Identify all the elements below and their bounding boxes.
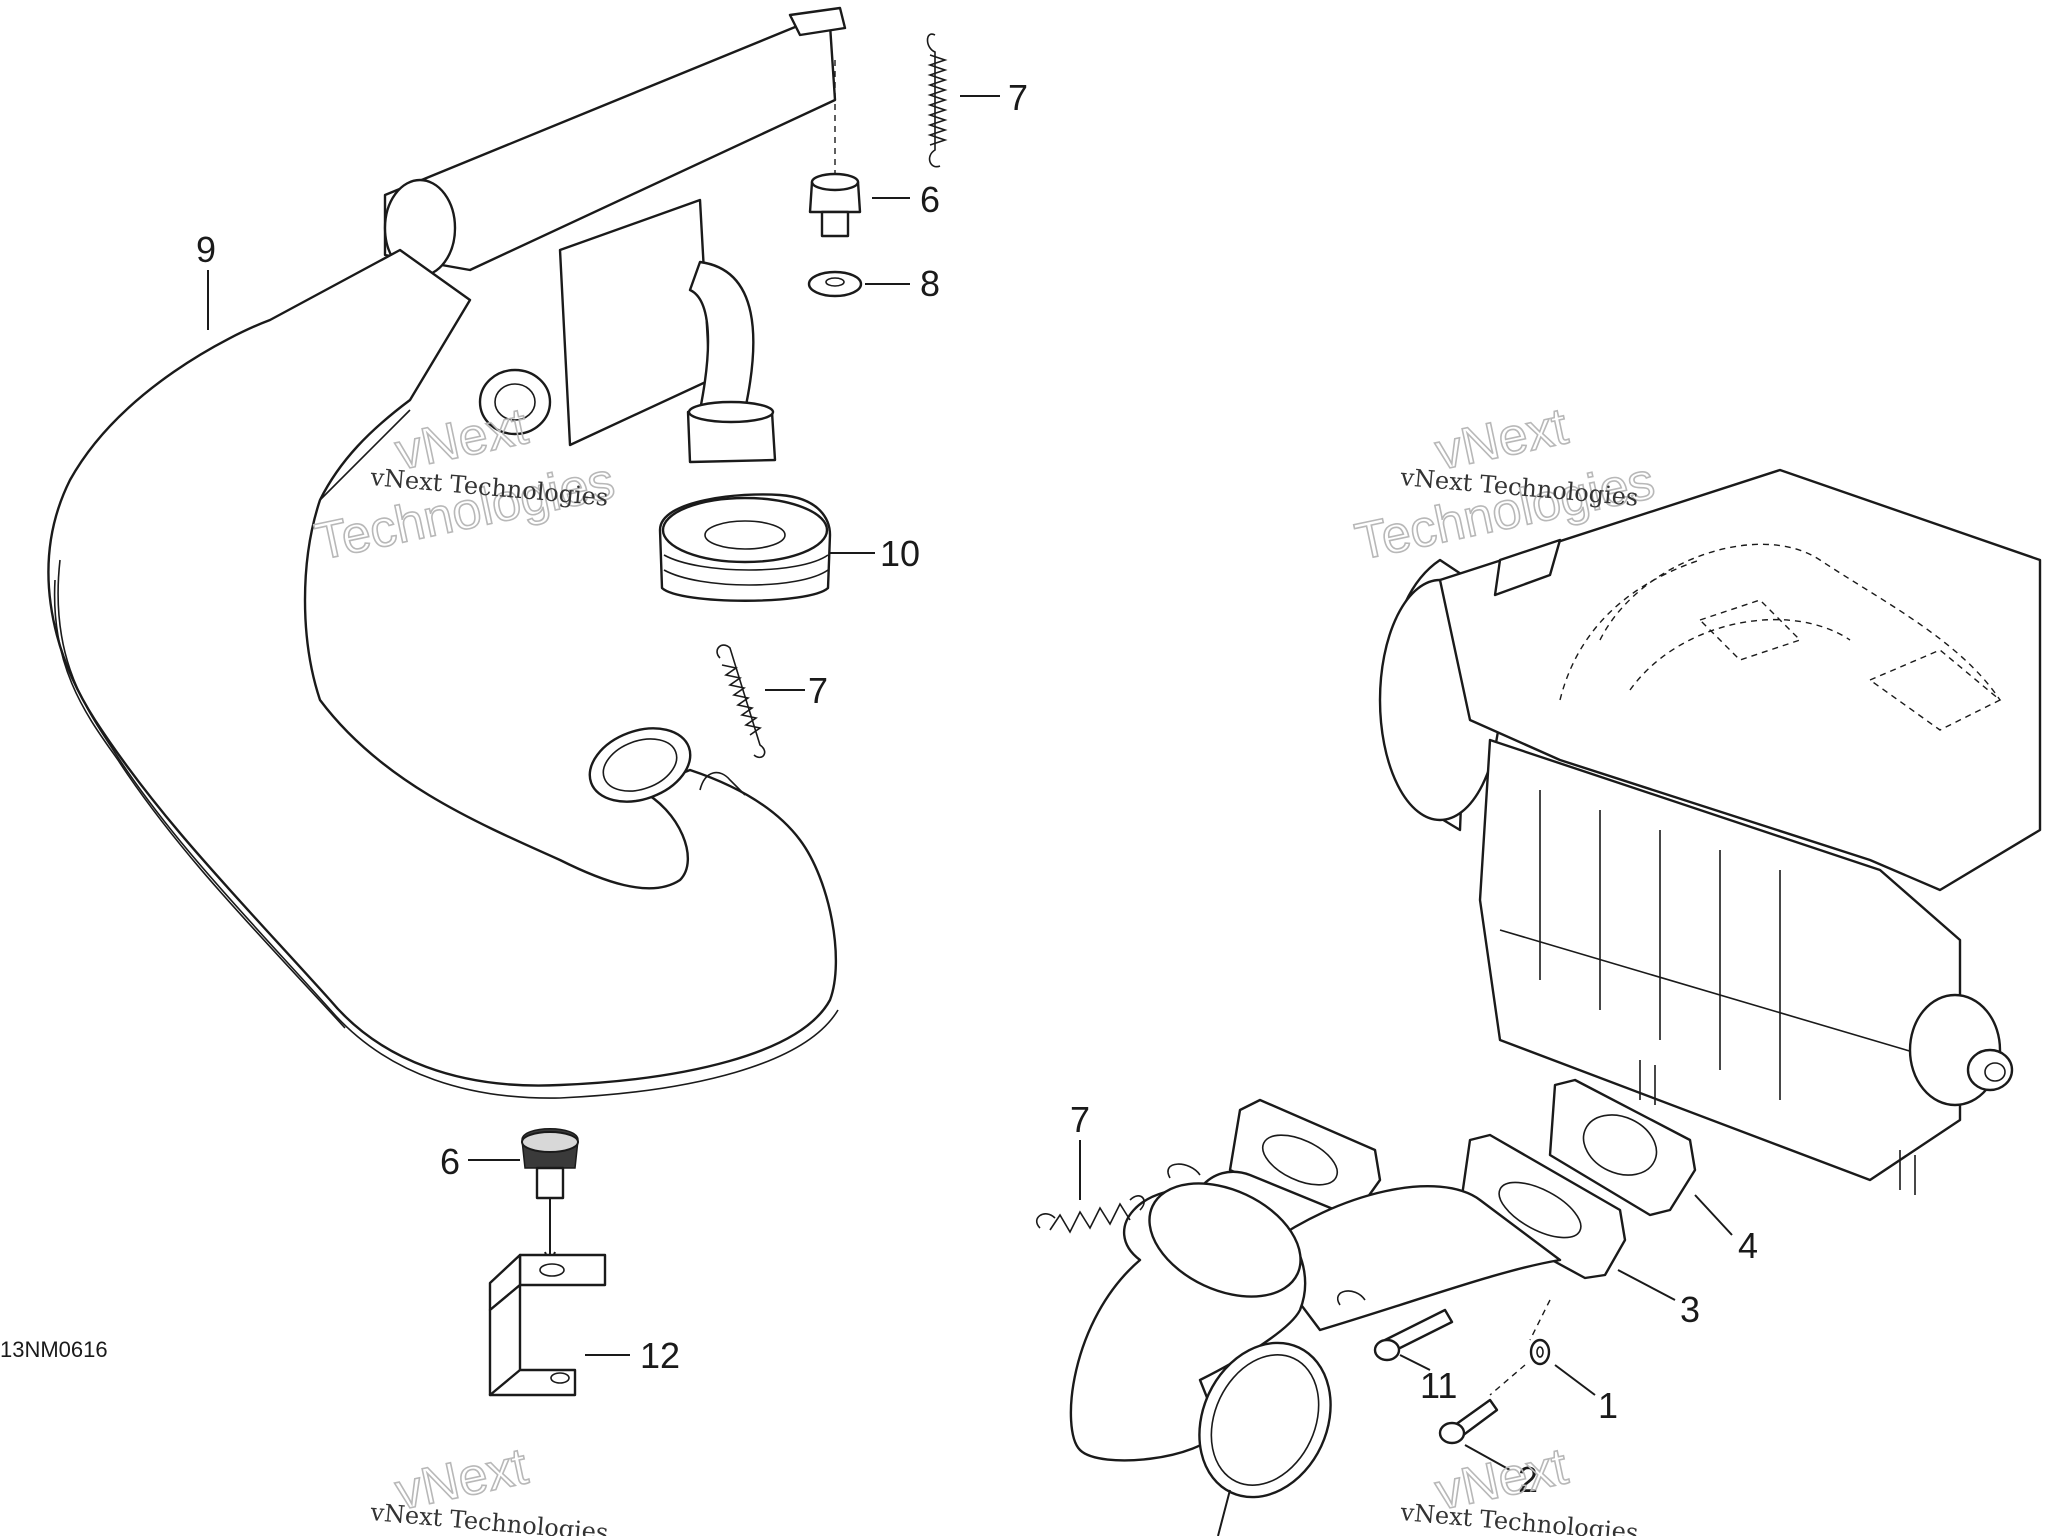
callout-7-bottom: 7 [1070,1099,1090,1140]
bolt-11 [1373,1308,1454,1362]
callout-7-top: 7 [1008,77,1028,118]
callout-3: 3 [1680,1289,1700,1330]
reference-code: 13NM0616 [0,1337,108,1362]
muffler [383,6,847,464]
gasket-4 [1548,1078,1697,1217]
callout-11: 11 [1420,1365,1457,1406]
callout-10: 10 [880,533,920,574]
leader-lines [207,95,1733,1536]
callout-4: 4 [1738,1225,1758,1266]
tuned-exhaust-pipe [47,248,839,1099]
watermark-bottom-left: vNext vNext Technologies [368,1436,609,1536]
exhaust-manifold [1069,1098,1627,1499]
washer-8 [807,270,863,298]
svg-text:Technologies: Technologies [310,452,619,572]
callout-12: 12 [640,1335,680,1376]
grommet-10 [658,493,832,602]
callout-2: 2 [1518,1459,1538,1500]
watermark-bottom-right: vNext vNext Technologies [1398,1436,1639,1536]
callout-8: 8 [920,263,940,304]
screw-2 [1438,1364,1526,1445]
bolt-6-top [808,60,862,238]
callout-7-middle: 7 [808,670,828,711]
spring-7-middle [716,644,766,759]
callout-6-top: 6 [920,179,940,220]
washer-1 [1529,1299,1551,1366]
callout-9: 9 [196,229,216,270]
spring-7-top [926,33,948,168]
bracket-12 [488,1253,607,1397]
callout-1: 1 [1598,1385,1618,1426]
bolt-6-bottom [521,1128,579,1267]
callout-6-bottom: 6 [440,1141,460,1182]
callout-numbers: 7 6 8 9 10 7 6 12 7 4 3 11 1 2 [196,77,1758,1500]
spring-7-bottom [1035,1195,1145,1234]
svg-text:vNext Technologies: vNext Technologies [368,1498,609,1536]
engine [1378,468,2042,1195]
